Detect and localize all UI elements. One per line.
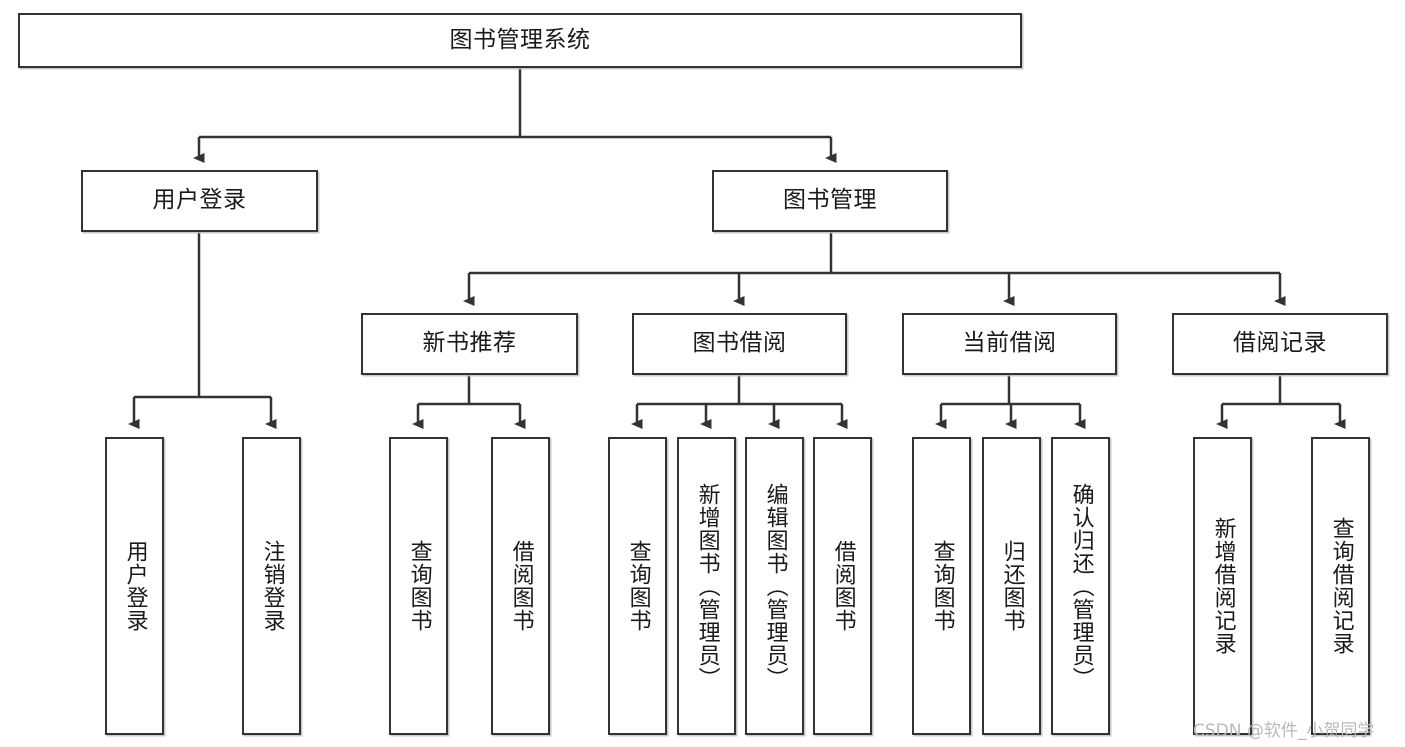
node-leaf-edit-book[interactable]: 编辑图书（管理员） <box>745 437 804 735</box>
node-root-book-management-system[interactable]: 图书管理系统 <box>18 13 1022 68</box>
node-label: 当前借阅 <box>962 330 1057 357</box>
node-label: 确认归还（管理员） <box>1068 482 1094 690</box>
node-leaf-borrow-book-2[interactable]: 借阅图书 <box>813 437 872 735</box>
node-borrow-record[interactable]: 借阅记录 <box>1172 313 1388 375</box>
node-leaf-add-record[interactable]: 新增借阅记录 <box>1193 437 1252 735</box>
node-leaf-add-book[interactable]: 新增图书（管理员） <box>677 437 736 735</box>
node-leaf-user-login[interactable]: 用户登录 <box>105 437 164 735</box>
node-label: 图书借阅 <box>692 330 787 357</box>
node-label: 查询图书 <box>625 540 651 632</box>
node-label: 新增图书（管理员） <box>694 482 720 690</box>
node-current-borrow[interactable]: 当前借阅 <box>902 313 1117 375</box>
node-label: 新增借阅记录 <box>1210 517 1236 655</box>
node-label: 归还图书 <box>999 540 1025 632</box>
node-book-borrow[interactable]: 图书借阅 <box>632 313 847 375</box>
node-label: 注销登录 <box>259 540 285 632</box>
csdn-watermark: CSDN @软件_小贺同学 <box>1193 721 1375 741</box>
node-label: 编辑图书（管理员） <box>762 482 788 690</box>
node-label: 查询图书 <box>929 540 955 632</box>
node-book-management[interactable]: 图书管理 <box>712 170 948 232</box>
node-label: 查询图书 <box>406 540 432 632</box>
node-label: 新书推荐 <box>422 330 517 357</box>
node-label: 用户登录 <box>122 540 148 632</box>
node-leaf-confirm-return[interactable]: 确认归还（管理员） <box>1051 437 1110 735</box>
node-label: 用户登录 <box>152 187 247 214</box>
node-leaf-query-book-1[interactable]: 查询图书 <box>389 437 448 735</box>
node-leaf-query-book-3[interactable]: 查询图书 <box>912 437 971 735</box>
node-leaf-query-book-2[interactable]: 查询图书 <box>608 437 667 735</box>
node-leaf-query-record[interactable]: 查询借阅记录 <box>1311 437 1370 735</box>
node-label: 查询借阅记录 <box>1328 517 1354 655</box>
node-new-book-recommend[interactable]: 新书推荐 <box>361 313 578 375</box>
node-leaf-borrow-book-1[interactable]: 借阅图书 <box>491 437 550 735</box>
node-label: 借阅图书 <box>830 540 856 632</box>
node-user-login[interactable]: 用户登录 <box>81 170 318 232</box>
node-leaf-return-book[interactable]: 归还图书 <box>982 437 1041 735</box>
node-label: 图书管理系统 <box>449 26 591 53</box>
node-label: 图书管理 <box>783 187 877 214</box>
node-leaf-logout[interactable]: 注销登录 <box>242 437 301 735</box>
node-label: 借阅记录 <box>1233 330 1327 357</box>
node-label: 借阅图书 <box>508 540 534 632</box>
